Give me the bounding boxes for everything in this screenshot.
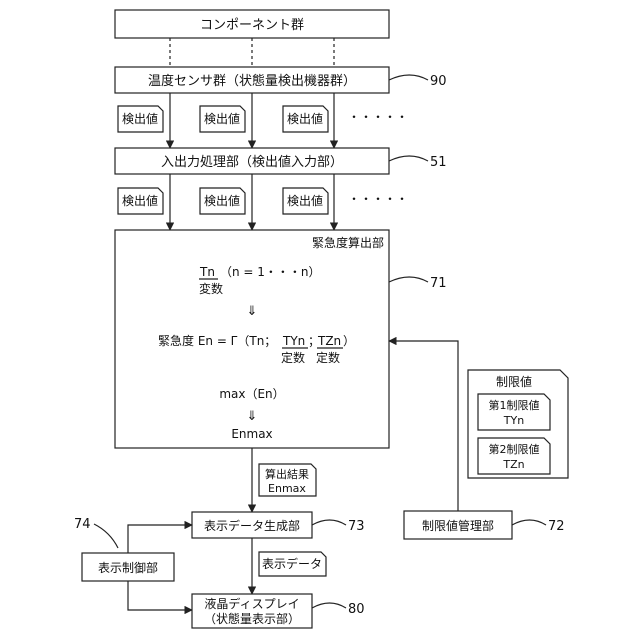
ref-72: 72 [548,519,565,534]
limit-to-calc-arrow [389,341,458,511]
ref-leader-74 [94,524,118,548]
sensors-label: 温度センサ群（状態量検出機器群） [148,73,356,89]
constant-label-1: 定数 [281,350,305,365]
detect-value-label: 検出値 [204,111,240,126]
calc-result-line1: 算出結果 [265,467,309,481]
display-data-label: 表示データ [262,556,322,571]
ref-51: 51 [430,155,447,170]
tyn-symbol: TYn [282,334,305,348]
detect-value-label: 検出値 [122,193,158,208]
ref-leader-72 [512,520,546,525]
limit1-line2: TYn [503,414,524,427]
ref-leader-80 [312,603,346,608]
ellipsis: ・・・・・ [348,110,408,124]
ctrl-to-lcd-arrow [128,581,192,610]
ref-leader-71 [389,277,428,282]
components-label: コンポーネント群 [200,18,304,33]
down-arrow: ⇓ [247,304,258,319]
io-unit-label: 入出力処理部（検出値入力部） [161,154,343,170]
urgency-formula-prefix: 緊急度 En = Γ（Tn； [158,333,276,348]
detect-value-label: 検出値 [287,111,323,126]
limit1-line1: 第1制限値 [489,398,540,412]
limits-title: 制限値 [496,374,532,389]
tzn-symbol: TZn [317,334,341,348]
ref-74: 74 [74,517,91,532]
constant-label-2: 定数 [316,350,340,365]
ref-leader-73 [312,520,346,525]
formula-close: ） [343,334,355,348]
limit2-line2: TZn [502,458,524,471]
ref-90: 90 [430,74,447,89]
tn-range: （n = 1・・・n） [220,265,321,279]
enmax-label: Enmax [231,427,272,441]
display-ctrl-label: 表示制御部 [98,560,158,575]
ref-80: 80 [348,602,365,617]
limit-mgr-label: 制限値管理部 [422,518,494,533]
lcd-line1: 液晶ディスプレイ [204,596,299,611]
ctrl-to-gen-arrow [128,525,192,553]
ref-71: 71 [430,276,447,291]
ref-leader-51 [389,156,428,161]
ref-73: 73 [348,519,365,534]
detect-value-label: 検出値 [122,111,158,126]
down-arrow: ⇓ [247,409,258,424]
variable-label: 変数 [199,281,223,296]
max-en: max（En） [219,387,284,401]
detect-value-label: 検出値 [287,193,323,208]
calc-unit-label: 緊急度算出部 [312,235,384,250]
tn-symbol: Tn [199,265,215,279]
lcd-line2: （状態量表示部） [204,611,300,626]
ellipsis: ・・・・・ [348,192,408,206]
calc-result-line2: Enmax [268,482,306,495]
ref-leader-90 [389,75,428,80]
limit2-line1: 第2制限値 [489,442,540,456]
detect-value-label: 検出値 [204,193,240,208]
display-gen-label: 表示データ生成部 [204,518,300,533]
